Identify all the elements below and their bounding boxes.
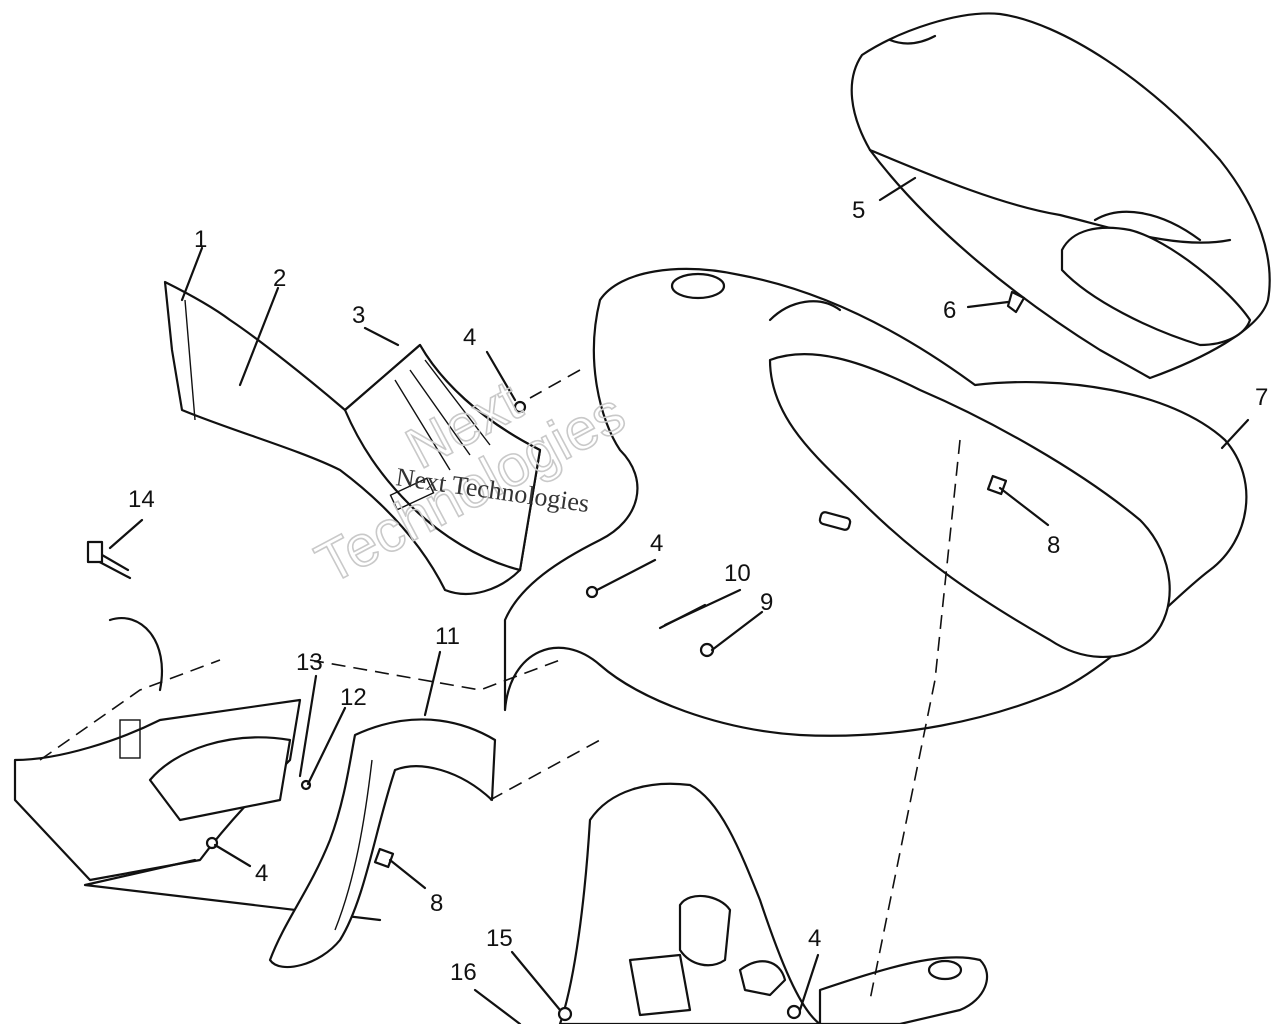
callout-8: 8 [1047,532,1060,559]
callout-4d: 4 [808,925,821,952]
callout-13: 13 [296,649,323,676]
callout-14: 14 [128,486,155,513]
callout-4b: 4 [650,530,663,557]
callout-15: 15 [486,925,513,952]
callout-16: 16 [450,959,477,986]
callout-8b: 8 [430,890,443,917]
callout-9: 9 [760,589,773,616]
part-side-panel [163,280,542,595]
leader-lines [108,176,1250,1024]
callout-1: 1 [194,226,207,253]
callout-3: 3 [352,302,365,329]
callout-4: 4 [463,324,476,351]
callout-5: 5 [852,197,865,224]
callout-7: 7 [1255,384,1268,411]
part-footwell-frame [13,617,382,922]
callout-12: 12 [340,684,367,711]
part-rear-fender [503,267,1248,737]
callout-2: 2 [273,265,286,292]
callout-6: 6 [943,297,956,324]
callout-11: 11 [435,623,460,650]
callout-10: 10 [724,560,751,587]
callout-4c: 4 [255,860,268,887]
part-lower-support [558,782,989,1024]
callout-labels: 1 2 3 4 5 6 7 8 4 10 9 14 11 13 12 4 8 1… [128,197,1268,986]
part-fender-flare [268,718,497,969]
part-seat [850,12,1271,380]
hardware-parts [86,290,1026,1022]
